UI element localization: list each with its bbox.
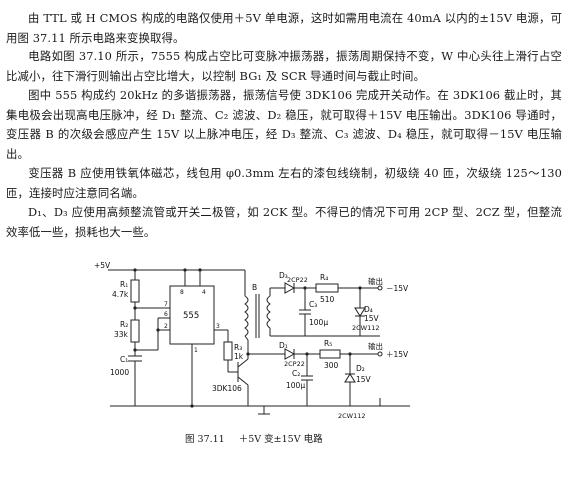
node-pin8 — [183, 268, 187, 272]
node-pin26 — [133, 348, 137, 352]
circuit-schematic: +5V R₁ 4.7k R₂ 33k C₁ 1000 555 8 4 7 6 2… — [94, 261, 410, 420]
label-ic: 555 — [183, 311, 199, 321]
terminal-neg — [377, 285, 383, 291]
paragraph-intro: 由 TTL 或 H CMOS 构成的电路仅使用＋5V 单电源，这时如需用电流在 … — [6, 9, 562, 48]
node-pin7 — [133, 306, 137, 310]
label-output-top: 输出 — [368, 276, 383, 286]
label-d4-value: 15V — [364, 314, 380, 323]
label-pin8: 8 — [180, 289, 184, 296]
d2-zener — [344, 373, 356, 383]
label-d4-type: 2CW112 — [352, 324, 380, 332]
label-pin3: 3 — [216, 323, 220, 330]
r5-resistor — [319, 349, 341, 359]
label-r4: R₄ — [320, 273, 328, 282]
node-ground-ic — [190, 404, 194, 408]
paragraph-circuit-description: 电路如图 37.10 所示，7555 构成占空比可变脉冲振荡器，振荡周期保持不变… — [6, 47, 562, 86]
figure-caption: 图 37.11 ＋5V 变±15V 电路 — [185, 431, 337, 445]
label-output-bottom: 输出 — [368, 341, 383, 351]
label-d2-value: 15V — [356, 375, 372, 384]
transistor-emitter — [237, 376, 249, 386]
label-c1-value: 1000 — [110, 368, 129, 377]
label-r5-value: 300 — [324, 361, 339, 370]
paragraph-intro-text: 由 TTL 或 H CMOS 构成的电路仅使用＋5V 单电源，这时如需用电流在 … — [6, 11, 562, 45]
label-r3-value: 1k — [234, 352, 244, 361]
node-pin4 — [198, 268, 202, 272]
label-c1: C₁ — [120, 355, 128, 364]
figure-number: 图 37.11 — [185, 434, 225, 445]
label-pin7: 7 — [164, 301, 168, 308]
transformer-secondary — [266, 295, 271, 329]
label-d2: D₂ — [356, 364, 365, 373]
label-r4-value: 510 — [320, 295, 335, 304]
label-transistor: 3DK106 — [212, 384, 242, 393]
node-c3 — [303, 286, 307, 290]
paragraph-transformer: 变压器 B 应使用铁氧体磁芯，线包用 φ0.3mm 左右的漆包线绕制，初级绕 4… — [6, 164, 562, 203]
label-r3: R₃ — [234, 343, 242, 352]
transformer-primary — [244, 295, 249, 341]
node-d2 — [348, 352, 352, 356]
label-c2: C₂ — [292, 369, 300, 378]
label-r1: R₁ — [120, 280, 128, 289]
label-d3-type: 2CP22 — [287, 276, 308, 284]
d3-diode — [284, 282, 296, 294]
paragraph-diodes: D₁、D₃ 应使用高频整流管或开关二极管，如 2CK 型。不得已的情况下可用 2… — [6, 203, 562, 242]
transistor-collector — [237, 358, 249, 368]
r4-resistor — [315, 283, 339, 293]
node-d4 — [358, 286, 362, 290]
r2-resistor — [130, 319, 140, 343]
r1-resistor — [130, 279, 140, 303]
label-pin2: 2 — [164, 323, 168, 330]
paragraph-operation: 图中 555 构成约 20kHz 的多谐振荡器，振荡信号使 3DK106 完成开… — [6, 86, 562, 164]
label-c3-value: 100μ — [309, 318, 328, 327]
label-transformer: B — [252, 283, 257, 292]
d1-diode — [284, 348, 296, 360]
label-d2-type: 2CW112 — [338, 412, 366, 420]
label-pin4: 4 — [202, 289, 206, 296]
d4-zener — [354, 307, 366, 317]
label-output-pos: ＋15V — [386, 350, 409, 359]
circuit-figure: +5V R₁ 4.7k R₂ 33k C₁ 1000 555 8 4 7 6 2… — [80, 258, 460, 428]
node-c2 — [305, 352, 309, 356]
node-collector — [246, 352, 250, 356]
node-r1-top — [133, 268, 137, 272]
label-output-neg: －15V — [386, 284, 409, 293]
r3-resistor — [223, 341, 233, 361]
label-c3: C₃ — [309, 300, 317, 309]
label-r2: R₂ — [120, 320, 128, 329]
node-pin2 — [156, 328, 160, 332]
label-d3: D₃ — [279, 271, 288, 280]
label-d1: D₁ — [279, 341, 288, 350]
label-supply: +5V — [94, 261, 111, 270]
label-c2-value: 100μ — [286, 381, 305, 390]
paragraph-diodes-text: D₁、D₃ 应使用高频整流管或开关二极管，如 2CK 型。不得已的情况下可用 2… — [6, 205, 562, 239]
label-r2-value: 33k — [114, 330, 129, 339]
paragraph-operation-text: 图中 555 构成约 20kHz 的多谐振荡器，振荡信号使 3DK106 完成开… — [6, 88, 562, 161]
label-d1-type: 2CP22 — [284, 360, 305, 368]
terminal-pos — [377, 351, 383, 357]
label-r1-value: 4.7k — [112, 290, 129, 299]
paragraph-circuit-description-text: 电路如图 37.10 所示，7555 构成占空比可变脉冲振荡器，振荡周期保持不变… — [6, 49, 562, 83]
label-pin1: 1 — [194, 347, 198, 354]
paragraph-transformer-text: 变压器 B 应使用铁氧体磁芯，线包用 φ0.3mm 左右的漆包线绕制，初级绕 4… — [6, 166, 562, 200]
figure-title: ＋5V 变±15V 电路 — [238, 434, 323, 445]
label-r5: R₅ — [324, 339, 332, 348]
label-pin6: 6 — [164, 311, 168, 318]
label-d4: D₄ — [364, 305, 373, 314]
